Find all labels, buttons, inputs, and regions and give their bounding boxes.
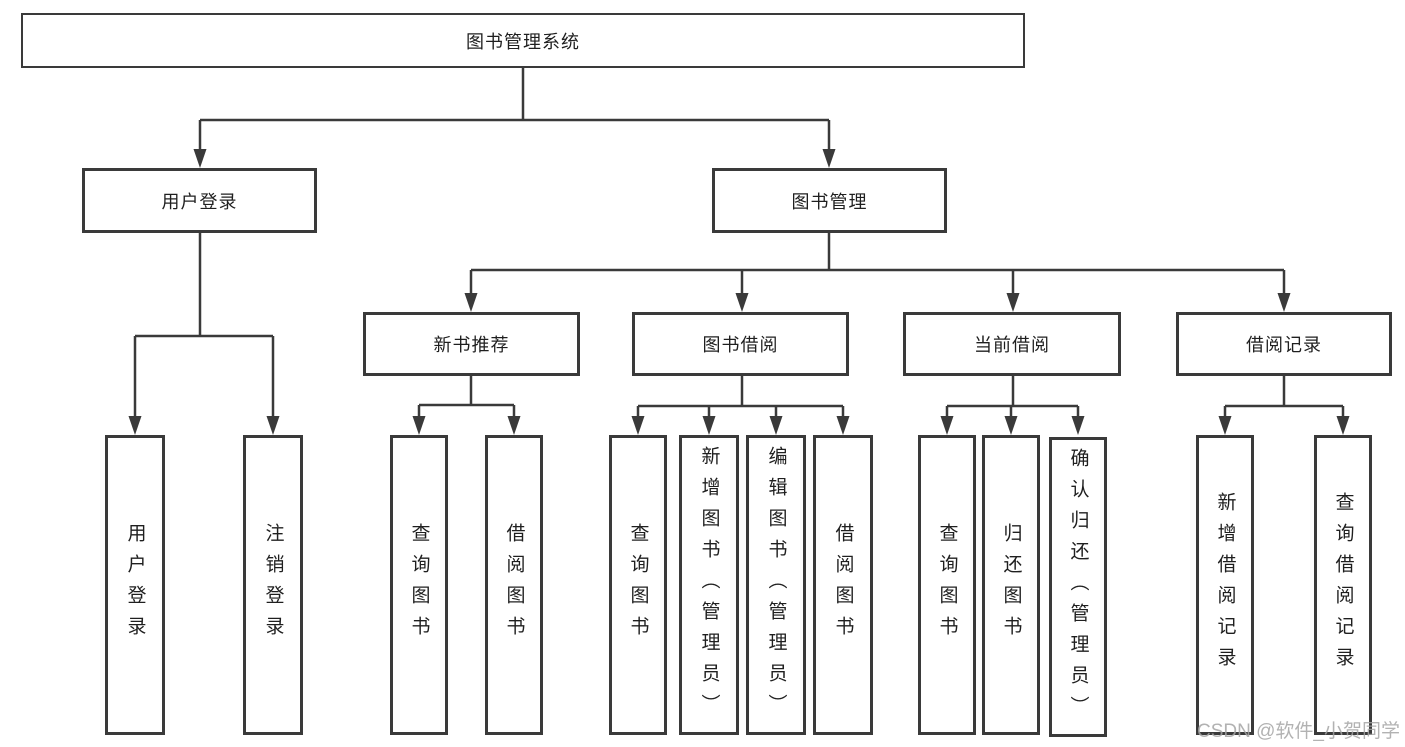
leaf-confirm-return-admin: 确认归还（管理员） xyxy=(1049,437,1107,737)
node-new-book-recommend-label: 新书推荐 xyxy=(433,335,510,355)
node-book-management-label: 图书管理 xyxy=(791,191,868,212)
leaf-query-borrow-record-label: 查询借阅记录 xyxy=(1332,492,1354,678)
leaf-add-books-admin-label: 新增图书（管理员） xyxy=(698,445,720,725)
connector-root xyxy=(198,68,831,151)
leaf-user-login-label: 用户登录 xyxy=(124,523,146,647)
leaf-return-books-label: 归还图书 xyxy=(1000,523,1022,647)
leaf-edit-books-admin-label: 编辑图书（管理员） xyxy=(765,445,787,725)
node-borrow-records-label: 借阅记录 xyxy=(1246,335,1322,355)
leaf-borrow-books-recommend-label: 借阅图书 xyxy=(503,523,525,647)
node-current-borrow: 当前借阅 xyxy=(903,312,1121,376)
leaf-query-books-recommend: 查询图书 xyxy=(390,435,448,735)
leaf-query-books-current: 查询图书 xyxy=(918,435,976,735)
leaf-query-books-borrow: 查询图书 xyxy=(609,435,667,735)
connector-borrow-records xyxy=(1223,376,1345,418)
leaf-add-borrow-record-label: 新增借阅记录 xyxy=(1214,492,1236,678)
node-library-system-label: 图书管理系统 xyxy=(466,31,580,52)
node-book-management: 图书管理 xyxy=(712,168,947,233)
leaf-borrow-books-label: 借阅图书 xyxy=(832,523,854,647)
node-user-login-label: 用户登录 xyxy=(161,191,238,212)
leaf-add-borrow-record: 新增借阅记录 xyxy=(1196,435,1254,735)
node-book-borrow: 图书借阅 xyxy=(632,312,849,376)
node-user-login: 用户登录 xyxy=(82,168,317,233)
leaf-return-books: 归还图书 xyxy=(982,435,1040,735)
leaf-logout: 注销登录 xyxy=(243,435,303,735)
node-current-borrow-label: 当前借阅 xyxy=(974,335,1050,355)
node-borrow-records: 借阅记录 xyxy=(1176,312,1392,376)
leaf-borrow-books: 借阅图书 xyxy=(813,435,873,735)
leaf-query-books-borrow-label: 查询图书 xyxy=(627,523,649,647)
node-new-book-recommend: 新书推荐 xyxy=(363,312,580,376)
leaf-confirm-return-admin-label: 确认归还（管理员） xyxy=(1067,447,1089,727)
connector-current-borrow xyxy=(945,376,1080,418)
leaf-query-books-recommend-label: 查询图书 xyxy=(408,523,430,647)
connector-new-books xyxy=(417,376,516,418)
connector-user-login xyxy=(133,233,275,418)
leaf-user-login: 用户登录 xyxy=(105,435,165,735)
leaf-borrow-books-recommend: 借阅图书 xyxy=(485,435,543,735)
connector-book-borrow xyxy=(636,376,845,418)
leaf-logout-label: 注销登录 xyxy=(262,523,284,647)
leaf-query-books-current-label: 查询图书 xyxy=(936,523,958,647)
leaf-edit-books-admin: 编辑图书（管理员） xyxy=(746,435,806,735)
arrowheads xyxy=(128,149,1350,435)
connector-book-management xyxy=(469,233,1286,295)
leaf-query-borrow-record: 查询借阅记录 xyxy=(1314,435,1372,735)
leaf-add-books-admin: 新增图书（管理员） xyxy=(679,435,739,735)
node-library-system: 图书管理系统 xyxy=(21,13,1025,68)
node-book-borrow-label: 图书借阅 xyxy=(702,335,779,355)
